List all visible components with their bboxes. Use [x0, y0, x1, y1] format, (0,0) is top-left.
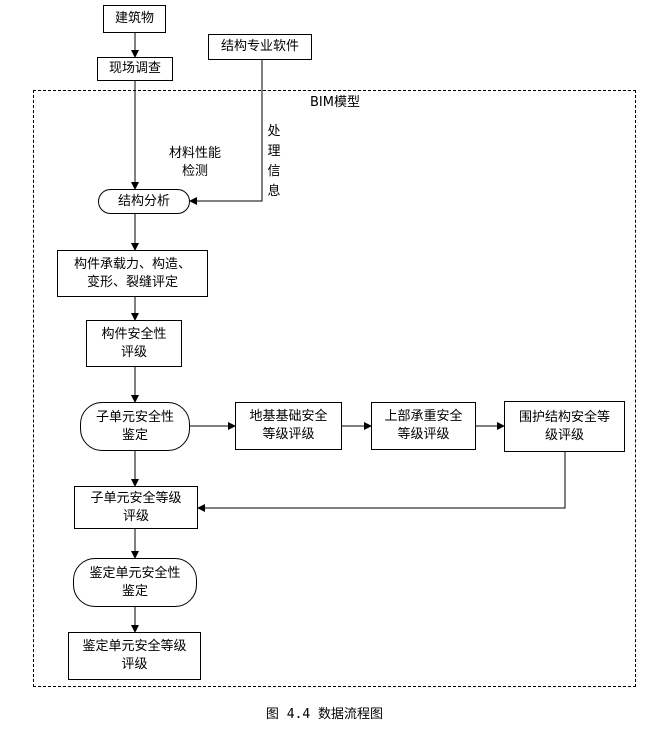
node-structural-analysis: 结构分析 [98, 189, 190, 214]
material-test-label: 材料性能 检测 [168, 146, 221, 179]
node-subunit-identification: 子单元安全性 鉴定 [80, 402, 190, 451]
node-subunit-safety-grade: 子单元安全等级 评级 [74, 486, 198, 529]
node-unit-identification: 鉴定单元安全性 鉴定 [73, 558, 197, 607]
node-building: 建筑物 [103, 5, 166, 33]
bim-model-label: BIM模型 [310, 95, 360, 110]
node-member-evaluation: 构件承载力、构造、 变形、裂缝评定 [57, 250, 208, 297]
arrow-software-analysis [189, 60, 263, 205]
node-upper-structure-grade: 上部承重安全 等级评级 [371, 402, 476, 450]
figure-caption: 图 4.4 数据流程图 [265, 707, 384, 722]
node-member-safety-grade: 构件安全性 评级 [86, 320, 182, 367]
process-info-label: 处 理 信 息 [267, 124, 281, 199]
bim-model-boundary [33, 90, 636, 687]
node-survey: 现场调查 [97, 57, 173, 81]
node-foundation-grade: 地基基础安全 等级评级 [235, 402, 342, 450]
arrow-enclosure-grade [197, 452, 566, 512]
node-software: 结构专业软件 [208, 34, 312, 60]
node-unit-safety-grade: 鉴定单元安全等级 评级 [68, 632, 201, 680]
node-enclosure-grade: 围护结构安全等 级评级 [504, 401, 625, 452]
